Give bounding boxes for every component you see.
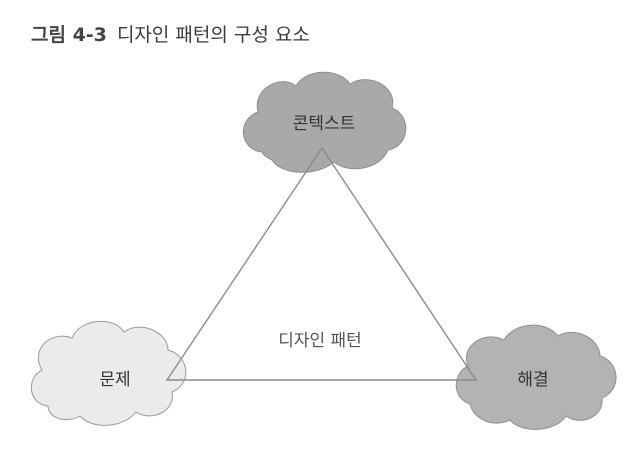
figure-title: 그림 4-3 디자인 패턴의 구성 요소: [31, 20, 310, 47]
problem-cloud-shape: [30, 320, 187, 426]
solution-cloud: 해결: [455, 324, 617, 430]
solution-label: 해결: [517, 370, 548, 390]
context-label: 콘텍스트: [293, 114, 356, 134]
solution-cloud-shape: [455, 324, 617, 430]
context-cloud: 콘텍스트: [242, 71, 407, 173]
figure-caption: 디자인 패턴의 구성 요소: [116, 24, 310, 46]
center-label: 디자인 패턴: [278, 331, 362, 351]
figure-label: 그림 4-3: [31, 24, 107, 46]
problem-label: 문제: [99, 370, 130, 390]
pattern-triangle: [165, 146, 478, 381]
problem-cloud: 문제: [30, 320, 187, 426]
context-cloud-shape: [242, 71, 407, 173]
